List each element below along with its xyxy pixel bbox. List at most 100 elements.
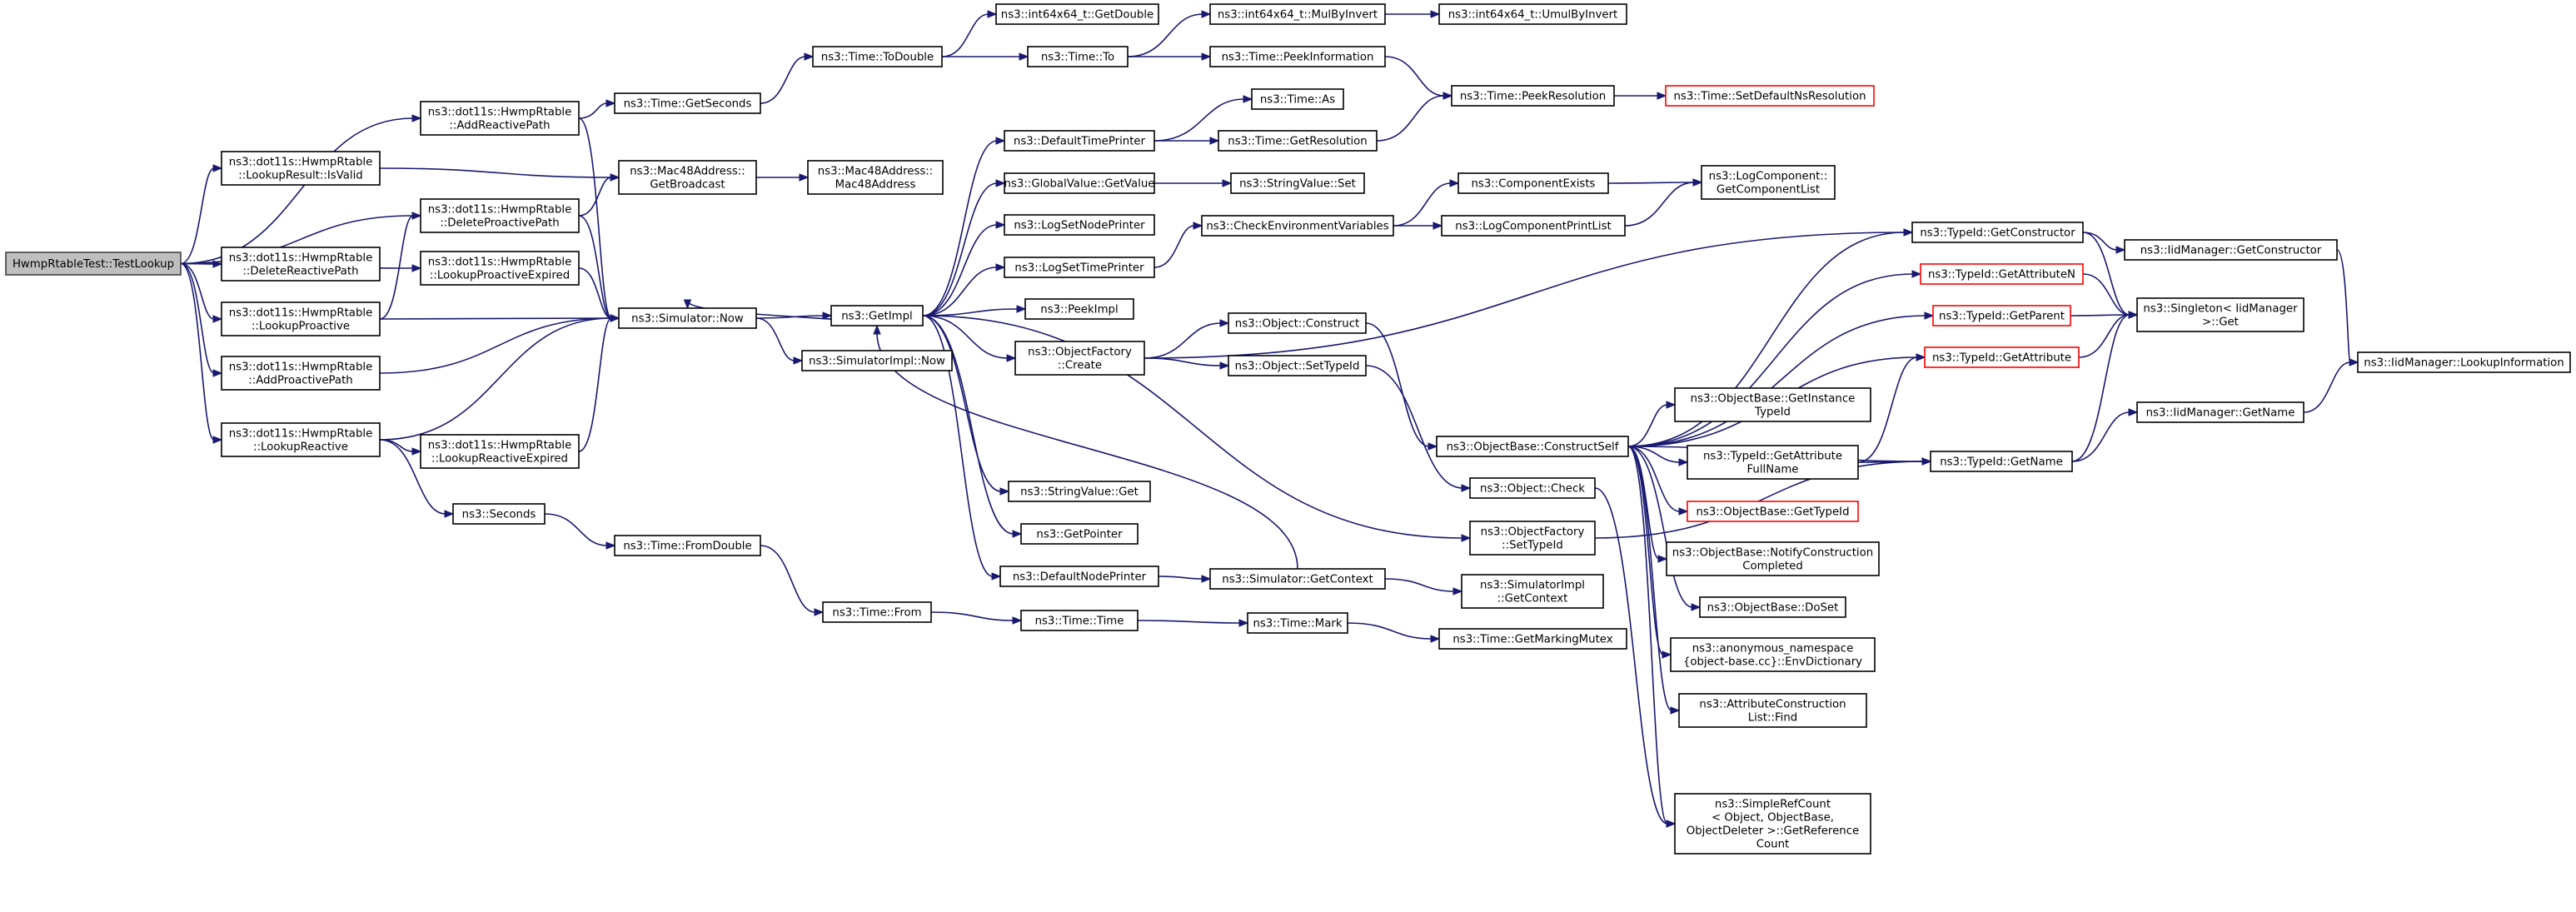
node-time-get-resolution[interactable]: ns3::Time::GetResolution <box>1218 130 1378 152</box>
node-type-id-get-attribute-n[interactable]: ns3::TypeId::GetAttributeN <box>1920 263 2084 285</box>
node-lookup-proactive[interactable]: ns3::dot11s::HwmpRtable::LookupProactive <box>221 302 381 336</box>
node-label: ::DeleteProactivePath <box>440 217 559 230</box>
edge-line <box>379 215 414 320</box>
node-log-set-node-printer[interactable]: ns3::LogSetNodePrinter <box>1004 214 1155 236</box>
node-type-id-get-name[interactable]: ns3::TypeId::GetName <box>1930 451 2073 472</box>
node-object-factory-create[interactable]: ns3::ObjectFactory::Create <box>1014 341 1145 376</box>
node-component-exists[interactable]: ns3::ComponentExists <box>1457 172 1609 194</box>
node-time-time[interactable]: ns3::Time::Time <box>1020 610 1139 631</box>
node-mac-get-broadcast[interactable]: ns3::Mac48Address::GetBroadcast <box>618 160 757 195</box>
node-seconds[interactable]: ns3::Seconds <box>452 503 546 525</box>
edge-arrowhead <box>1428 442 1438 451</box>
node-type-id-get-parent[interactable]: ns3::TypeId::GetParent <box>1932 305 2071 326</box>
edge-arrowhead <box>1201 52 1212 61</box>
node-add-proactive[interactable]: ns3::dot11s::HwmpRtable::AddProactivePat… <box>221 356 381 391</box>
node-label: ::AddReactivePath <box>449 120 550 132</box>
node-peek-resolution[interactable]: ns3::Time::PeekResolution <box>1451 85 1615 107</box>
node-env-dictionary[interactable]: ns3::anonymous_namespace{object-base.cc}… <box>1670 637 1876 672</box>
node-add-reactive[interactable]: ns3::dot11s::HwmpRtable::AddReactivePath <box>420 101 580 136</box>
edge-logSetTimePrinter-to-checkEnvVars <box>1153 222 1203 268</box>
edge-line <box>922 224 998 316</box>
node-peek-information[interactable]: ns3::Time::PeekInformation <box>1209 46 1386 67</box>
node-get-pointer[interactable]: ns3::GetPointer <box>1020 523 1139 545</box>
node-time-from[interactable]: ns3::Time::From <box>822 601 932 623</box>
node-singleton-get[interactable]: ns3::Singleton< IidManager >::Get <box>2136 297 2304 332</box>
edge-line <box>379 439 446 515</box>
edge-line <box>1624 182 1695 227</box>
edge-timeFrom-to-timeTime <box>930 611 1023 625</box>
node-object-set-type-id[interactable]: ns3::Object::SetTypeId <box>1228 355 1367 376</box>
node-log-component-print-list[interactable]: ns3::LogComponentPrintList <box>1441 215 1626 237</box>
edge-timeToDouble-to-int64GetDouble <box>941 10 998 57</box>
node-time-to-double[interactable]: ns3::Time::ToDouble <box>812 46 943 67</box>
node-type-id-get-attribute[interactable]: ns3::TypeId::GetAttribute <box>1924 346 2080 368</box>
node-object-base-construct-self[interactable]: ns3::ObjectBase::ConstructSelf <box>1436 436 1629 457</box>
node-notify-construction-completed[interactable]: ns3::ObjectBase::NotifyConstructionCompl… <box>1666 541 1880 576</box>
node-sim-impl-now[interactable]: ns3::SimulatorImpl::Now <box>801 350 953 371</box>
node-label: ns3::anonymous_namespace <box>1692 643 1854 655</box>
edge-lookupReactive-to-simNow <box>379 314 620 441</box>
node-lookup-result-is-valid[interactable]: ns3::dot11s::HwmpRtable::LookupResult::I… <box>221 151 381 186</box>
node-time-as[interactable]: ns3::Time::As <box>1251 88 1344 110</box>
node-sim-impl-get-context[interactable]: ns3::SimulatorImpl::GetContext <box>1461 574 1604 609</box>
node-sim-now[interactable]: ns3::Simulator::Now <box>618 307 757 329</box>
edge-line <box>1144 322 1222 359</box>
node-log-set-time-printer[interactable]: ns3::LogSetTimePrinter <box>1004 257 1155 278</box>
node-check-env-vars[interactable]: ns3::CheckEnvironmentVariables <box>1201 215 1394 237</box>
node-label: GetBroadcast <box>650 179 725 192</box>
node-peek-impl[interactable]: ns3::PeekImpl <box>1024 298 1134 320</box>
node-log-component-get-list[interactable]: ns3::LogComponent::GetComponentList <box>1701 165 1836 200</box>
node-iid-get-name[interactable]: ns3::IidManager::GetName <box>2136 401 2304 423</box>
node-delete-proactive[interactable]: ns3::dot11s::HwmpRtable::DeleteProactive… <box>420 198 580 233</box>
node-lookup-reactive-expired[interactable]: ns3::dot11s::HwmpRtable::LookupReactiveE… <box>420 434 580 469</box>
node-iid-get-constructor[interactable]: ns3::IidManager::GetConstructor <box>2124 239 2338 261</box>
node-default-time-printer[interactable]: ns3::DefaultTimePrinter <box>1004 130 1155 152</box>
node-root[interactable]: HwmpRtableTest::TestLookup <box>5 252 182 276</box>
edge-arrowhead <box>814 608 825 616</box>
node-mac-ctor[interactable]: ns3::Mac48Address::Mac48Address <box>807 160 944 195</box>
node-simple-ref-count[interactable]: ns3::SimpleRefCount< Object, ObjectBase,… <box>1674 793 1871 855</box>
node-sim-get-context[interactable]: ns3::Simulator::GetContext <box>1209 568 1386 590</box>
node-set-default-ns-resolution[interactable]: ns3::Time::SetDefaultNsResolution <box>1665 85 1875 107</box>
node-box <box>1670 637 1876 672</box>
edge-getImpl-to-logSetTimePrinter <box>922 263 1006 316</box>
edge-line <box>922 140 998 316</box>
node-object-base-get-type-id[interactable]: ns3::ObjectBase::GetTypeId <box>1687 501 1859 522</box>
node-int64-get-double[interactable]: ns3::int64x64_t::GetDouble <box>995 3 1159 25</box>
node-label: ns3::ObjectBase::DoSet <box>1707 602 1839 615</box>
node-get-impl[interactable]: ns3::GetImpl <box>830 305 924 326</box>
node-time-get-seconds[interactable]: ns3::Time::GetSeconds <box>614 92 761 114</box>
node-global-value-get-value[interactable]: ns3::GlobalValue::GetValue <box>1004 172 1155 194</box>
node-object-construct[interactable]: ns3::Object::Construct <box>1228 312 1367 334</box>
node-umul-by-invert[interactable]: ns3::int64x64_t::UmulByInvert <box>1438 3 1627 25</box>
node-time-from-double[interactable]: ns3::Time::FromDouble <box>614 535 761 556</box>
edge-arrowhead <box>804 52 815 61</box>
edge-root-to-addProactive <box>180 262 223 377</box>
node-box <box>221 422 381 457</box>
node-time-get-marking-mutex[interactable]: ns3::Time::GetMarkingMutex <box>1438 628 1627 650</box>
node-default-node-printer[interactable]: ns3::DefaultNodePrinter <box>999 566 1159 587</box>
node-object-factory-set-type-id[interactable]: ns3::ObjectFactory::SetTypeId <box>1469 521 1596 556</box>
node-label: ns3::Object::SetTypeId <box>1235 361 1360 373</box>
node-string-value-get[interactable]: ns3::StringValue::Get <box>1008 481 1151 502</box>
node-time-mark[interactable]: ns3::Time::Mark <box>1247 612 1348 634</box>
node-lookup-reactive[interactable]: ns3::dot11s::HwmpRtable::LookupReactive <box>221 422 381 457</box>
node-object-check[interactable]: ns3::Object::Check <box>1469 477 1596 499</box>
edge-timeMark-to-timeGetMarkingMutex <box>1347 622 1441 643</box>
node-time-to[interactable]: ns3::Time::To <box>1027 46 1129 67</box>
node-label: ns3::LogSetTimePrinter <box>1014 262 1144 275</box>
edge-line <box>930 611 1014 621</box>
node-string-value-set[interactable]: ns3::StringValue::Set <box>1230 172 1365 194</box>
edge-arrowhead <box>873 324 881 335</box>
edge-line <box>1153 98 1245 142</box>
node-iid-lookup-information[interactable]: ns3::IidManager::LookupInformation <box>2357 351 2571 373</box>
edge-getImpl-to-objectFactoryCreate <box>922 315 1017 362</box>
node-lookup-proactive-expired[interactable]: ns3::dot11s::HwmpRtable::LookupProactive… <box>420 251 580 286</box>
node-type-id-get-constructor[interactable]: ns3::TypeId::GetConstructor <box>1911 222 2084 243</box>
node-object-base-do-set[interactable]: ns3::ObjectBase::DoSet <box>1699 596 1846 618</box>
node-delete-reactive[interactable]: ns3::dot11s::HwmpRtable::DeleteReactiveP… <box>221 247 381 282</box>
node-mul-by-invert[interactable]: ns3::int64x64_t::MulByInvert <box>1209 3 1386 25</box>
